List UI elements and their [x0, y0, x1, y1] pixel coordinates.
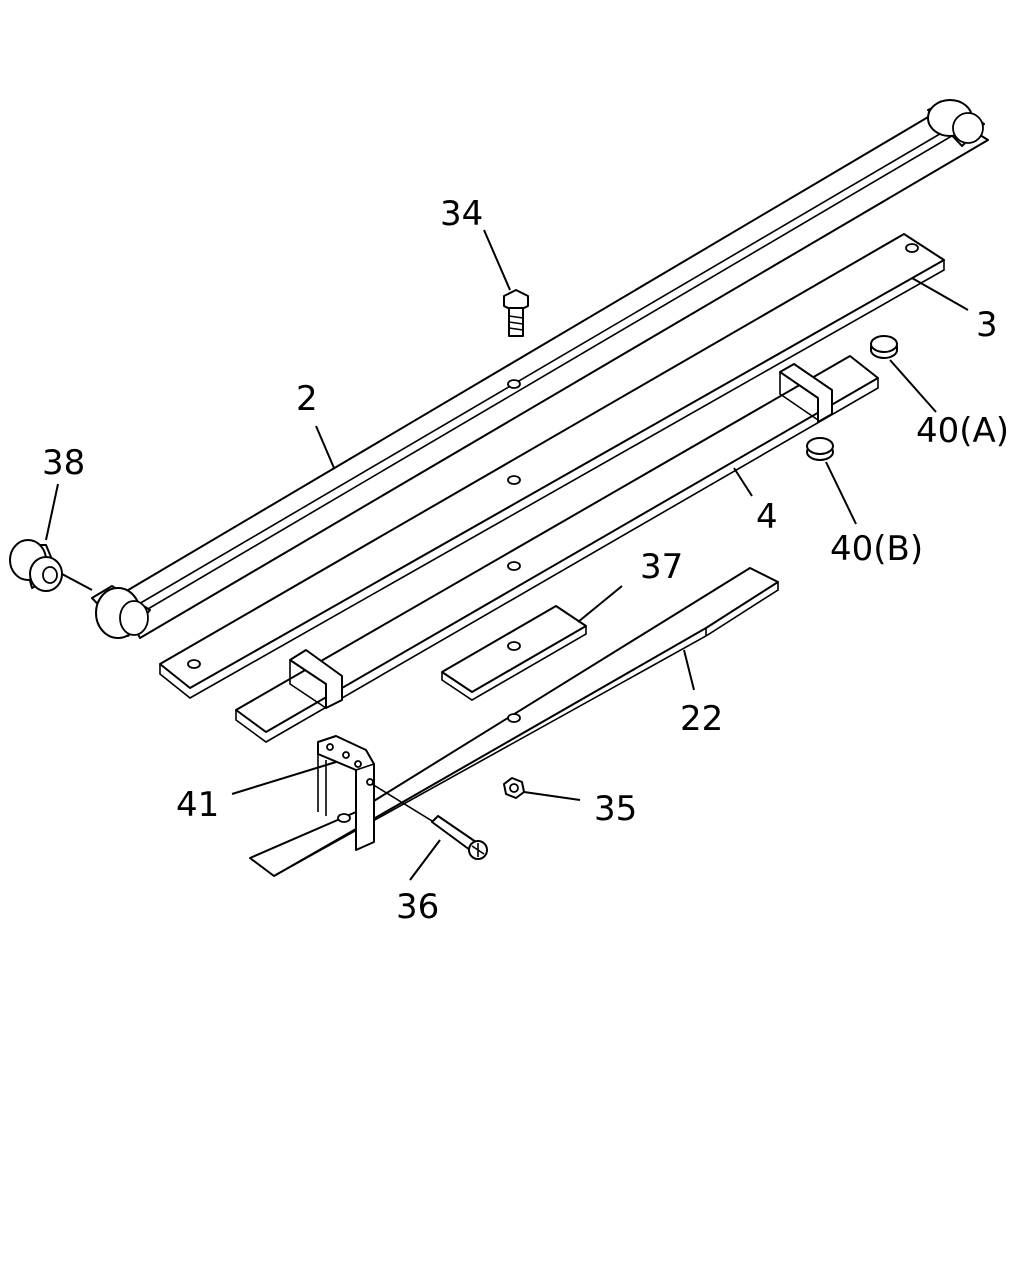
callout-2: 2 [296, 379, 318, 419]
callout-40a: 40(A) [916, 411, 1009, 451]
callout-35: 35 [594, 789, 637, 829]
leader-40a [889, 359, 937, 413]
leader-36 [409, 839, 441, 881]
leader-38 [45, 483, 59, 541]
callout-40b: 40(B) [830, 529, 923, 569]
third-leaf-part-4 [235, 355, 879, 743]
main-leaf-part-2 [91, 99, 989, 639]
pad-part-37 [441, 605, 587, 701]
callout-34: 34 [440, 194, 483, 234]
callout-22: 22 [680, 699, 723, 739]
leader-41 [231, 761, 337, 795]
leader-2 [315, 425, 335, 469]
leader-40b [825, 461, 857, 525]
nut-part-35 [503, 777, 525, 799]
leader-34 [483, 229, 511, 291]
leader-3 [911, 277, 969, 311]
callout-37: 37 [640, 547, 683, 587]
leader-lines [45, 229, 969, 881]
bolt-part-36 [371, 783, 488, 860]
bolt-part-34 [503, 289, 529, 337]
callout-41: 41 [176, 785, 219, 825]
cap-part-40b [806, 437, 834, 461]
callout-labels: 2 3 4 22 34 35 36 37 38 40(A) 40(B) 41 [42, 194, 1009, 927]
bracket-part-41 [317, 735, 375, 851]
cap-part-40a [870, 335, 898, 359]
bushing-part-38 [9, 539, 93, 592]
callout-36: 36 [396, 887, 439, 927]
leader-4 [733, 467, 753, 497]
leader-37 [577, 585, 623, 623]
second-leaf-part-3 [159, 233, 945, 699]
leader-22 [683, 649, 695, 691]
callout-3: 3 [976, 305, 998, 345]
callout-4: 4 [756, 497, 778, 537]
leader-35 [523, 791, 581, 801]
callout-38: 38 [42, 443, 85, 483]
